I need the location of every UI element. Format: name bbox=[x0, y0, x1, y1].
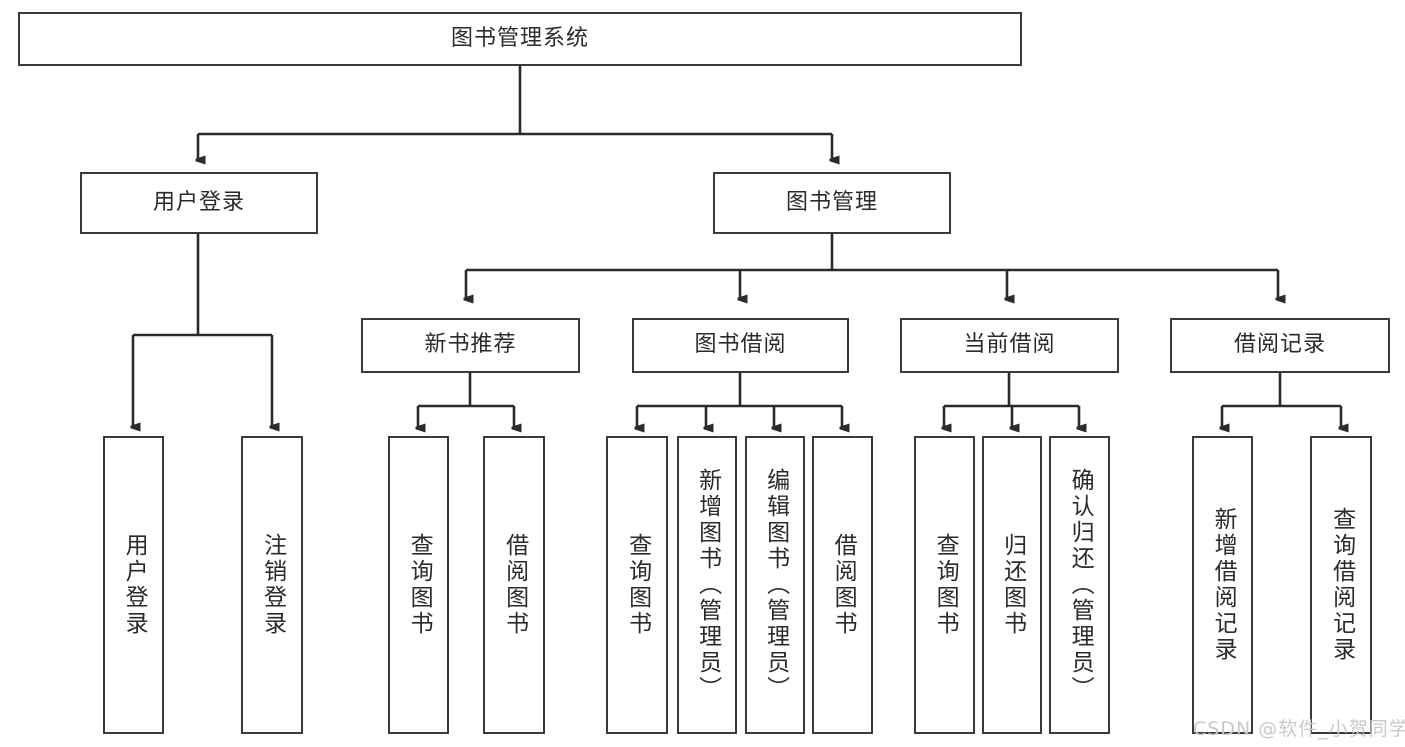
node-book-management[interactable]: 图书管理 bbox=[713, 172, 951, 234]
node-borrow-record-label: 借阅记录 bbox=[1233, 332, 1326, 358]
node-current-borrow-label: 当前借阅 bbox=[963, 332, 1056, 358]
node-leaf-query-book-current-label: 查询图书 bbox=[932, 533, 959, 637]
node-book-borrow-label: 图书借阅 bbox=[694, 332, 787, 358]
node-new-book-recommend[interactable]: 新书推荐 bbox=[361, 318, 580, 373]
node-leaf-edit-book-admin-label: 编辑图书（管理员） bbox=[762, 468, 789, 702]
node-leaf-user-login[interactable]: 用户登录 bbox=[103, 436, 164, 734]
node-leaf-return-book-label: 归还图书 bbox=[999, 533, 1026, 637]
node-leaf-borrow-book-recommend[interactable]: 借阅图书 bbox=[483, 436, 545, 734]
node-leaf-return-book[interactable]: 归还图书 bbox=[982, 436, 1042, 734]
node-new-book-recommend-label: 新书推荐 bbox=[424, 332, 517, 358]
node-leaf-add-book-admin[interactable]: 新增图书（管理员） bbox=[677, 436, 737, 734]
node-leaf-borrow-book-label: 借阅图书 bbox=[830, 533, 857, 637]
node-leaf-user-logout[interactable]: 注销登录 bbox=[241, 436, 303, 734]
node-leaf-query-book-recommend-label: 查询图书 bbox=[406, 533, 433, 637]
node-current-borrow[interactable]: 当前借阅 bbox=[900, 318, 1119, 373]
node-leaf-query-book-borrow-label: 查询图书 bbox=[624, 533, 651, 637]
node-leaf-query-book-recommend[interactable]: 查询图书 bbox=[388, 436, 449, 734]
node-leaf-query-borrow-record-label: 查询借阅记录 bbox=[1328, 507, 1355, 663]
node-user-login-label: 用户登录 bbox=[152, 189, 245, 215]
node-leaf-user-login-label: 用户登录 bbox=[121, 533, 148, 637]
node-leaf-borrow-book-recommend-label: 借阅图书 bbox=[501, 533, 528, 637]
node-leaf-edit-book-admin[interactable]: 编辑图书（管理员） bbox=[745, 436, 805, 734]
node-leaf-borrow-book[interactable]: 借阅图书 bbox=[812, 436, 873, 734]
node-leaf-add-borrow-record[interactable]: 新增借阅记录 bbox=[1192, 436, 1253, 734]
node-user-login[interactable]: 用户登录 bbox=[80, 172, 318, 234]
node-leaf-confirm-return-admin-label: 确认归还（管理员） bbox=[1067, 468, 1094, 702]
node-book-borrow[interactable]: 图书借阅 bbox=[632, 318, 849, 373]
node-book-management-label: 图书管理 bbox=[785, 189, 878, 215]
node-leaf-query-book-current[interactable]: 查询图书 bbox=[914, 436, 975, 734]
node-borrow-record[interactable]: 借阅记录 bbox=[1170, 318, 1390, 373]
node-leaf-user-logout-label: 注销登录 bbox=[259, 533, 286, 637]
node-leaf-query-book-borrow[interactable]: 查询图书 bbox=[606, 436, 668, 734]
node-leaf-confirm-return-admin[interactable]: 确认归还（管理员） bbox=[1049, 436, 1110, 734]
node-root[interactable]: 图书管理系统 bbox=[18, 12, 1022, 66]
node-leaf-add-borrow-record-label: 新增借阅记录 bbox=[1210, 507, 1237, 663]
node-root-label: 图书管理系统 bbox=[450, 25, 589, 51]
node-leaf-query-borrow-record[interactable]: 查询借阅记录 bbox=[1310, 436, 1372, 734]
node-leaf-add-book-admin-label: 新增图书（管理员） bbox=[694, 468, 721, 702]
